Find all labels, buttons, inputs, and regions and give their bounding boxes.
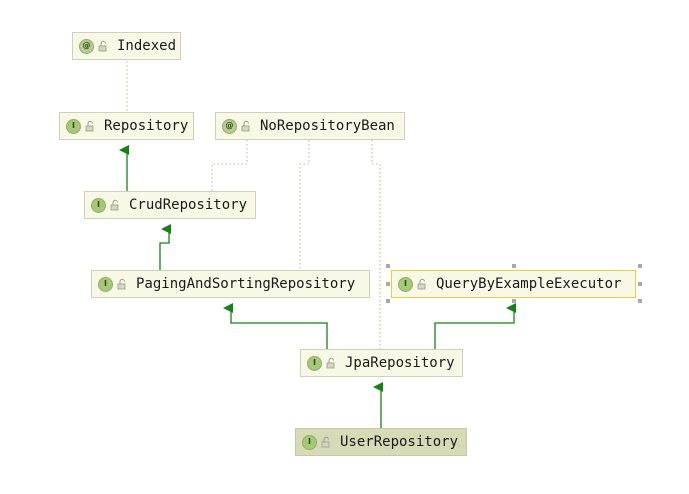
node-label: QueryByExampleExecutor: [436, 276, 622, 292]
edge-paging-crud: [159, 224, 171, 270]
selection-handle[interactable]: [512, 264, 516, 268]
node-norepositorybean[interactable]: @ NoRepositoryBean: [215, 112, 405, 140]
open-lock-icon: [417, 278, 426, 290]
interface-badge-icon: I: [398, 276, 413, 292]
node-label: Repository: [104, 118, 189, 134]
interface-badge-icon: I: [302, 434, 317, 450]
node-querybyexampleexecutor[interactable]: I QueryByExampleExecutor: [391, 270, 636, 298]
node-label: NoRepositoryBean: [260, 118, 395, 134]
node-label: Indexed: [117, 38, 177, 54]
edge-jpa-querybyexample: [434, 303, 516, 349]
annotation-badge-icon: @: [79, 38, 94, 54]
open-lock-icon: [117, 278, 126, 290]
open-lock-icon: [326, 357, 335, 369]
edge-jpa-paging: [223, 303, 328, 349]
interface-badge-icon: I: [307, 355, 322, 371]
interface-badge-icon: I: [98, 276, 113, 292]
node-pagingandsortingrepository[interactable]: I PagingAndSortingRepository: [91, 270, 370, 298]
selection-handle[interactable]: [638, 282, 642, 286]
node-label: UserRepository: [340, 434, 459, 450]
node-label: CrudRepository: [129, 197, 248, 213]
edge-crud-norepositorybean: [211, 140, 248, 191]
selection-handle[interactable]: [386, 264, 390, 268]
interface-badge-icon: I: [91, 197, 106, 213]
edge-jpa-norepositorybean: [371, 140, 381, 349]
open-lock-icon: [85, 120, 94, 132]
node-indexed[interactable]: @ Indexed: [72, 32, 181, 60]
node-label: JpaRepository: [345, 355, 455, 371]
selection-handle[interactable]: [512, 299, 516, 303]
selection-handle[interactable]: [638, 264, 642, 268]
node-userrepository[interactable]: I UserRepository: [295, 428, 467, 456]
selection-handle[interactable]: [386, 282, 390, 286]
node-jparepository[interactable]: I JpaRepository: [300, 349, 463, 377]
edge-paging-norepositorybean: [299, 140, 310, 270]
selection-handle[interactable]: [638, 299, 642, 303]
selection-handle[interactable]: [386, 299, 390, 303]
node-crudrepository[interactable]: I CrudRepository: [84, 191, 256, 219]
node-repository[interactable]: I Repository: [59, 112, 194, 140]
open-lock-icon: [98, 40, 107, 52]
open-lock-icon: [321, 436, 330, 448]
open-lock-icon: [241, 120, 250, 132]
node-label: PagingAndSortingRepository: [136, 276, 356, 292]
open-lock-icon: [110, 199, 119, 211]
annotation-badge-icon: @: [222, 118, 237, 134]
interface-badge-icon: I: [66, 118, 81, 134]
